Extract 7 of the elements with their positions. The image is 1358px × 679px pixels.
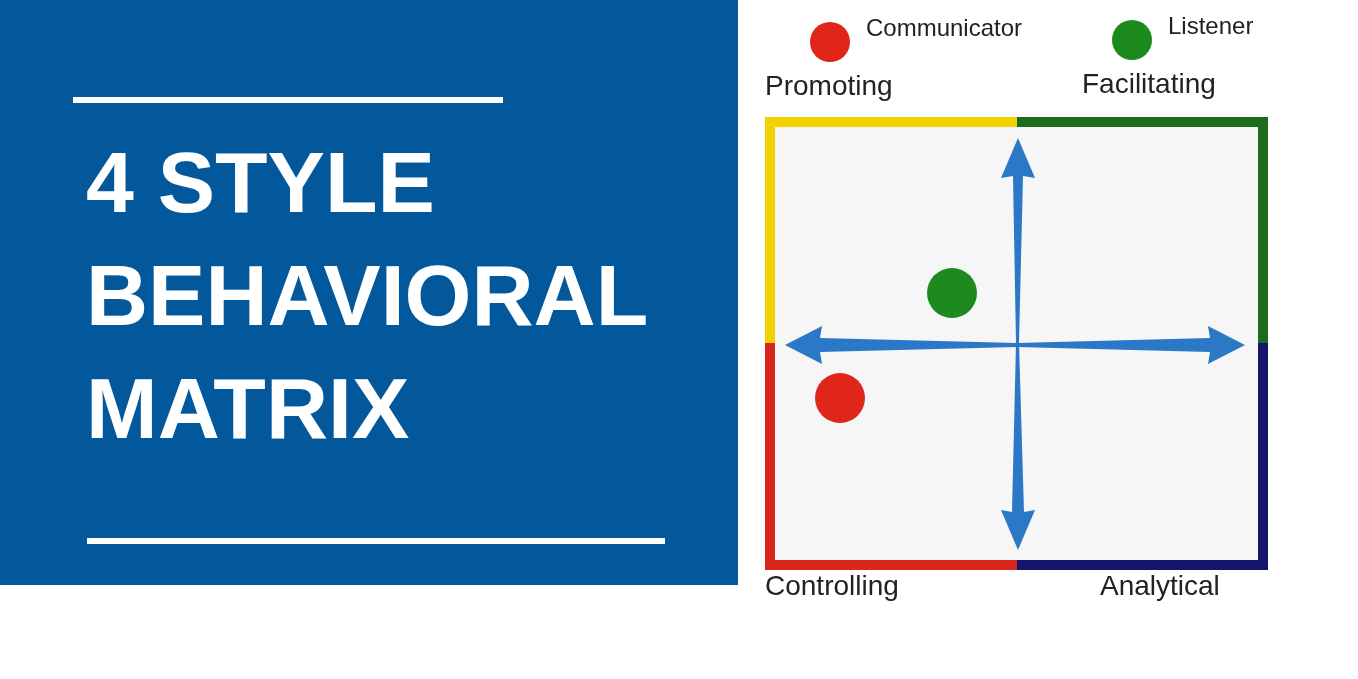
quadrant-label: Promoting [765,72,893,100]
quadrant-label: Analytical [1100,572,1220,600]
legend-label: Communicator [866,16,1023,40]
title: 4 STYLE BEHAVIORAL MATRIX [86,133,648,458]
legend-label: Listener [1168,14,1254,38]
quadrant-label: Facilitating [1082,70,1216,98]
quadrant-label: Controlling [765,572,899,600]
